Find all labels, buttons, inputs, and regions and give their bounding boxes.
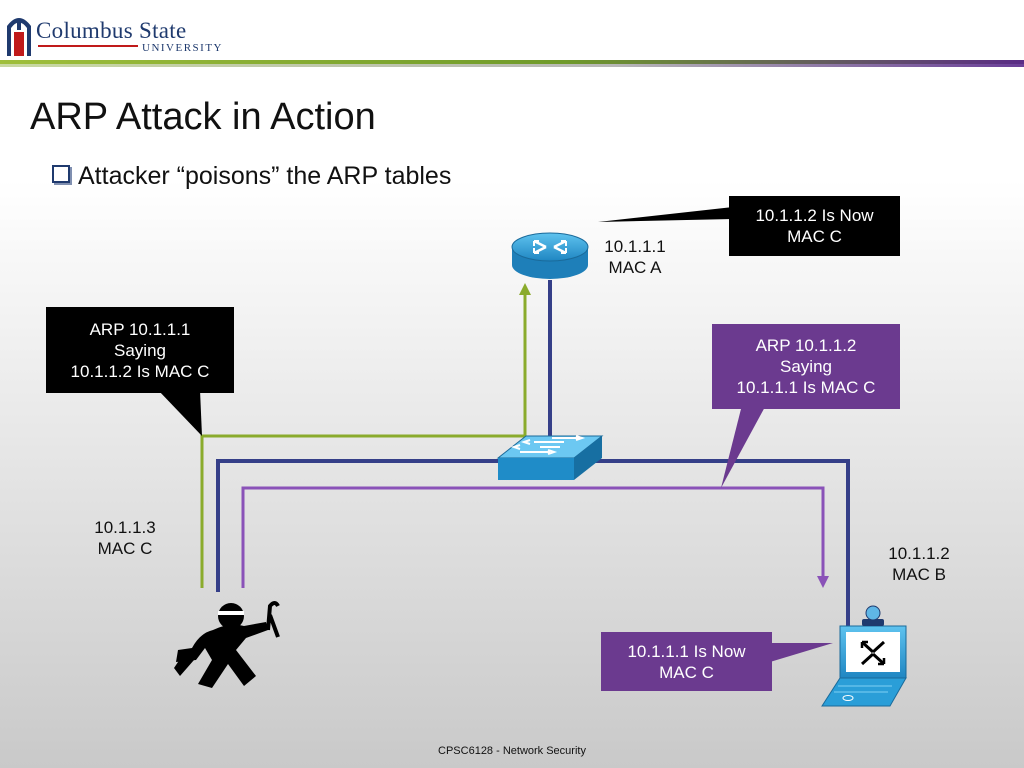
header-bar: Columbus State UNIVERSITY (0, 0, 1024, 60)
bullet-text: Attacker “poisons” the ARP tables (78, 162, 452, 190)
university-logo-icon (7, 18, 31, 56)
attacker-label: 10.1.1.3 MAC C (85, 517, 165, 559)
bullet-item: Attacker “poisons” the ARP tables (52, 162, 451, 191)
header-divider (0, 60, 1024, 64)
slide-footer: CPSC6128 - Network Security (438, 745, 586, 757)
switch-icon (496, 435, 604, 480)
checkbox-bullet-icon (52, 165, 70, 183)
slide-title: ARP Attack in Action (30, 96, 376, 138)
victim-ip: 10.1.1.2 (888, 544, 950, 563)
user-icon (862, 605, 884, 626)
router-icon (511, 232, 589, 279)
callout-victim-table-line1: 10.1.1.1 Is Now (627, 641, 746, 661)
laptop-icon (821, 625, 907, 707)
cable-switch-attacker-victim (216, 459, 850, 628)
callout-victim-table-line2: MAC C (659, 662, 714, 682)
callout-router-table-line2: MAC C (787, 227, 842, 246)
callout-router-table: 10.1.1.2 Is Now MAC C (729, 196, 900, 256)
logo-subtitle: UNIVERSITY (142, 42, 223, 54)
attacker-ip: 10.1.1.3 (94, 518, 156, 537)
callout-arp-to-victim-line2: Saying (780, 357, 832, 376)
attacker-figure-icon (174, 601, 280, 688)
router-label: 10.1.1.1 MAC A (595, 236, 675, 278)
callout-arp-to-victim-line3: 10.1.1.1 Is MAC C (736, 378, 876, 397)
callout-arp-to-router-line1: ARP 10.1.1.1 (89, 319, 191, 339)
router-mac: MAC A (608, 258, 662, 277)
callout-arp-to-victim: ARP 10.1.1.2 Saying 10.1.1.1 Is MAC C (712, 324, 900, 409)
victim-mac: MAC B (892, 565, 946, 584)
callout-arp-to-router-line2: Saying (114, 340, 166, 360)
logo-name: Columbus State (36, 18, 187, 43)
callout-router-table-line1: 10.1.1.2 Is Now (755, 206, 874, 225)
arp-path-to-victim (241, 486, 829, 588)
university-logo: Columbus State UNIVERSITY (4, 12, 239, 57)
header-divider-shadow (0, 64, 1024, 67)
logo-rule (38, 45, 138, 47)
arp-path-to-router (200, 283, 531, 588)
callout-arp-to-router: ARP 10.1.1.1 Saying 10.1.1.2 Is MAC C (46, 307, 234, 393)
attacker-mac: MAC C (97, 539, 153, 558)
callout-victim-table: 10.1.1.1 Is Now MAC C (601, 632, 772, 691)
router-ip: 10.1.1.1 (604, 237, 666, 256)
callout-arp-to-victim-line1: ARP 10.1.1.2 (755, 336, 857, 355)
callout-pointer-arp-router (158, 390, 202, 436)
callout-pointer-victim-table (770, 643, 833, 662)
victim-label: 10.1.1.2 MAC B (879, 543, 959, 585)
callout-pointer-router-table (598, 207, 733, 222)
callout-arp-to-router-line3: 10.1.1.2 Is MAC C (70, 361, 210, 381)
callout-pointer-arp-victim (721, 405, 766, 488)
